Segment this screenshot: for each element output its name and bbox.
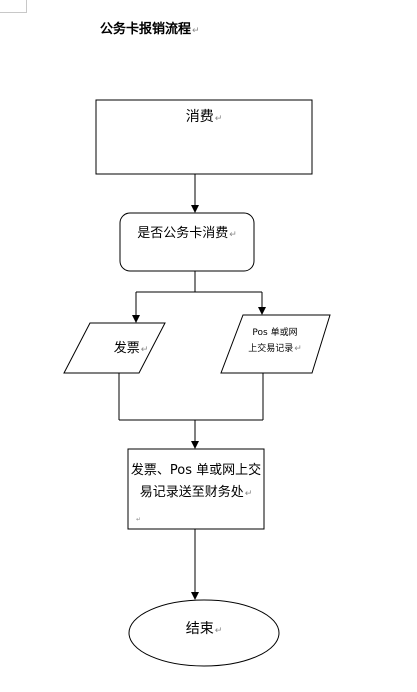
consume-box <box>95 99 313 175</box>
pos-record-label: Pos 单或网 上交易记录↵ <box>225 325 325 357</box>
submit-trailing-mark: ↵ <box>136 516 142 523</box>
pos-record-line1: Pos 单或网 <box>252 328 298 338</box>
submit-label: 发票、Pos 单或网上交 易记录送至财务处↵ <box>128 460 264 505</box>
consume-label: 消费↵ <box>185 109 223 125</box>
invoice-parallelogram <box>63 322 166 374</box>
submit-line2-wrap: 易记录送至财务处↵ <box>139 485 253 500</box>
end-label: 结束↵ <box>185 621 223 637</box>
pos-record-parallelogram <box>220 314 331 374</box>
check-card-box <box>119 212 255 272</box>
submit-box <box>127 448 265 530</box>
page-corner-mark <box>0 0 27 13</box>
page-title: 公务卡报销流程↵ <box>100 22 200 37</box>
invoice-label: 发票↵ <box>113 341 149 356</box>
check-card-label: 是否公务卡消费↵ <box>137 226 237 241</box>
pos-record-line2-wrap: 上交易记录↵ <box>248 344 302 354</box>
submit-line1: 发票、Pos 单或网上交 <box>130 463 262 478</box>
end-ellipse <box>128 599 280 667</box>
